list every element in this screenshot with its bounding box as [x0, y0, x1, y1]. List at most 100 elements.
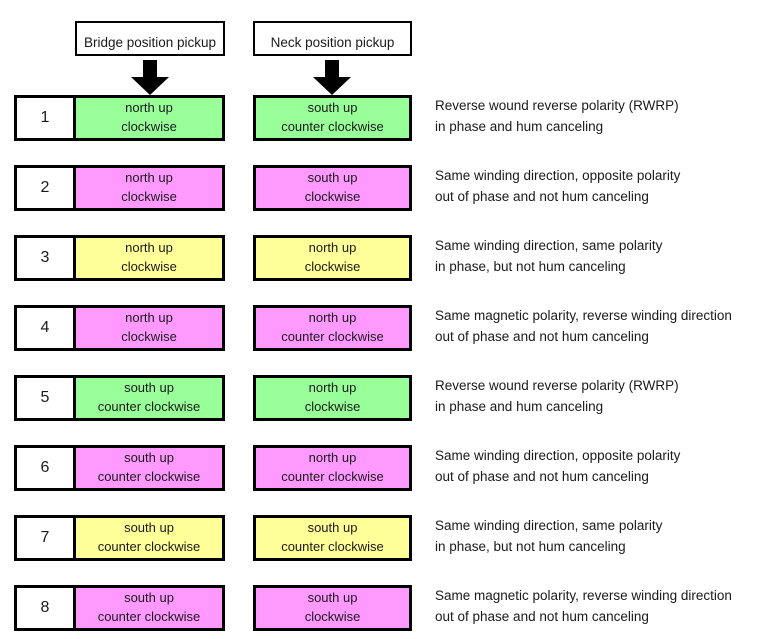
bridge-pickup-cell: south up counter clockwise [73, 515, 225, 561]
row-description: Reverse wound reverse polarity (RWRP) in … [435, 96, 761, 138]
table-row: 5 south up counter clockwise north up clockw… [0, 375, 763, 421]
bridge-polarity-label: south up [124, 450, 174, 466]
neck-winding-label: counter clockwise [281, 539, 384, 554]
row-number-label: 1 [40, 109, 50, 126]
description-line-2: in phase, but not hum canceling [435, 538, 626, 554]
bridge-polarity-label: north up [125, 310, 173, 326]
down-arrow-icon [128, 60, 172, 95]
neck-pickup-cell: south up counter clockwise [253, 515, 412, 561]
neck-polarity-label: south up [307, 100, 358, 116]
neck-winding-label: clockwise [304, 259, 361, 274]
neck-polarity-label: north up [308, 240, 357, 256]
description-line-1: Same winding direction, same polarity [435, 518, 663, 533]
row-number-cell: 2 [14, 165, 76, 211]
neck-polarity-label: north up [308, 380, 357, 396]
row-description: Same winding direction, opposite polarit… [435, 446, 761, 488]
bridge-pickup-cell: north up clockwise [73, 235, 225, 281]
bridge-polarity-label: north up [125, 170, 173, 186]
neck-polarity-label: south up [307, 590, 358, 606]
description-line-2: in phase and hum canceling [435, 118, 604, 134]
bridge-winding-label: clockwise [121, 329, 177, 344]
bridge-pickup-cell: north up clockwise [73, 305, 225, 351]
bridge-pickup-header: Bridge position pickup [75, 21, 225, 56]
row-number-label: 8 [40, 599, 50, 616]
row-description: Same magnetic polarity, reverse winding … [435, 586, 761, 628]
row-number-cell: 5 [14, 375, 76, 421]
neck-pickup-cell: north up counter clockwise [253, 305, 412, 351]
neck-winding-label: clockwise [304, 399, 361, 414]
bridge-winding-label: clockwise [121, 189, 177, 204]
row-description: Reverse wound reverse polarity (RWRP)in … [435, 376, 761, 418]
description-line-1: Reverse wound reverse polarity (RWRP) [435, 98, 679, 113]
row-number-label: 2 [40, 179, 50, 196]
down-arrow-icon [310, 60, 354, 95]
neck-pickup-cell: south up clockwise [253, 585, 412, 631]
row-description: Same winding direction, same polarity in … [435, 236, 761, 278]
bridge-winding-label: counter clockwise [97, 539, 201, 554]
table-row: 6 south up counter clockwise north up counte… [0, 445, 763, 491]
row-number-cell: 8 [14, 585, 76, 631]
bridge-polarity-label: south up [124, 520, 174, 536]
neck-pickup-cell: north up clockwise [253, 375, 412, 421]
table-row: 2 north up clockwise south up clockwise Same … [0, 165, 763, 211]
table-row: 7 south up counter clockwise south up counte… [0, 515, 763, 561]
neck-pickup-header: Neck position pickup [253, 21, 412, 56]
neck-winding-label: counter clockwise [281, 469, 384, 484]
description-line-1: Reverse wound reverse polarity (RWRP) [435, 378, 679, 393]
bridge-pickup-cell: south up counter clockwise [73, 445, 225, 491]
description-line-2: out of phase and not hum canceling [435, 468, 649, 484]
neck-pickup-cell: north up counter clockwise [253, 445, 412, 491]
neck-polarity-label: south up [307, 170, 358, 186]
bridge-polarity-label: south up [124, 590, 174, 606]
neck-pickup-cell: north up clockwise [253, 235, 412, 281]
neck-pickup-cell: south up counter clockwise [253, 95, 412, 141]
row-number-cell: 1 [14, 95, 76, 141]
description-line-1: Same magnetic polarity, reverse winding … [435, 308, 732, 323]
bridge-polarity-label: south up [124, 380, 174, 396]
bridge-polarity-label: north up [125, 240, 173, 256]
bridge-pickup-cell: south up counter clockwise [73, 585, 225, 631]
description-line-2: out of phase and not hum canceling [435, 608, 649, 624]
row-number-cell: 4 [14, 305, 76, 351]
neck-polarity-label: north up [308, 450, 357, 466]
row-number-label: 3 [40, 249, 50, 266]
neck-pickup-header-label: Neck position pickup [270, 34, 395, 50]
description-line-1: Same magnetic polarity, reverse winding … [435, 588, 732, 603]
bridge-pickup-cell: north up clockwise [73, 95, 225, 141]
row-number-label: 5 [40, 389, 50, 406]
table-row: 4 north up clockwise north up counter clockw… [0, 305, 763, 351]
neck-polarity-label: north up [308, 310, 357, 326]
neck-polarity-label: south up [307, 520, 358, 536]
description-line-2: in phase, but not hum canceling [435, 258, 626, 274]
bridge-winding-label: clockwise [121, 119, 177, 134]
row-description: Same winding direction, same polarity in … [435, 516, 761, 558]
neck-winding-label: clockwise [304, 609, 361, 624]
row-number-label: 7 [40, 529, 50, 546]
description-line-1: Same winding direction, opposite polarit… [435, 448, 681, 463]
row-number-cell: 6 [14, 445, 76, 491]
row-description: Same winding direction, opposite polarit… [435, 166, 761, 208]
neck-pickup-cell: south up clockwise [253, 165, 412, 211]
table-row: 3 north up clockwise north up clockwise Same … [0, 235, 763, 281]
bridge-pickup-cell: south up counter clockwise [73, 375, 225, 421]
bridge-polarity-label: north up [125, 100, 173, 116]
row-number-cell: 7 [14, 515, 76, 561]
bridge-pickup-header-label: Bridge position pickup [83, 34, 217, 50]
description-line-2: out of phase and not hum canceling [435, 328, 649, 344]
table-row: 1 north up clockwise south up counter clockw… [0, 95, 763, 141]
row-number-cell: 3 [14, 235, 76, 281]
bridge-winding-label: counter clockwise [97, 469, 201, 484]
bridge-winding-label: counter clockwise [97, 399, 201, 414]
bridge-winding-label: counter clockwise [97, 609, 201, 624]
neck-winding-label: counter clockwise [281, 119, 384, 134]
table-row: 8 south up counter clockwise south up clockw… [0, 585, 763, 631]
description-line-1: Same winding direction, opposite polarit… [435, 168, 681, 183]
row-description: Same magnetic polarity, reverse winding … [435, 306, 761, 348]
bridge-pickup-cell: north up clockwise [73, 165, 225, 211]
bridge-winding-label: clockwise [121, 259, 177, 274]
description-line-2: out of phase and not hum canceling [435, 188, 649, 204]
description-line-1: Same winding direction, same polarity [435, 238, 663, 253]
neck-winding-label: clockwise [304, 189, 361, 204]
neck-winding-label: counter clockwise [281, 329, 384, 344]
